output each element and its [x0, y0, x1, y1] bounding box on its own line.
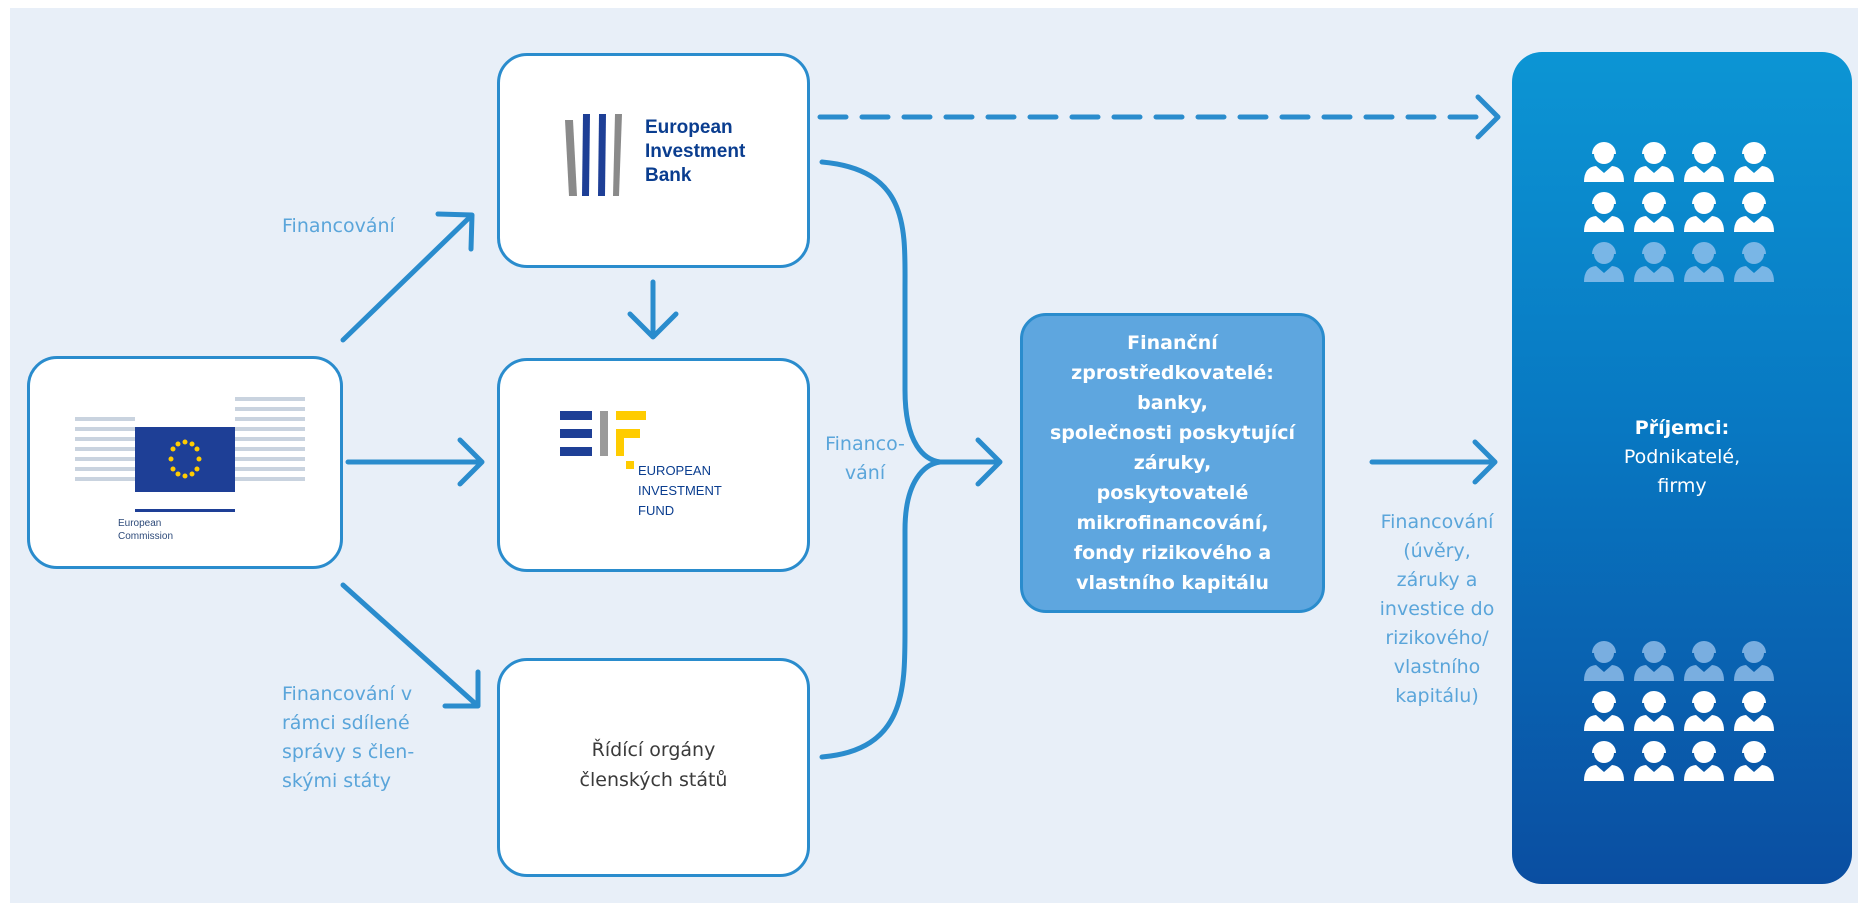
label-funding-right: Financování (úvěry, záruky a investice d…	[1362, 508, 1512, 711]
eib-text-line2: Investment	[645, 141, 746, 162]
intermediaries-line: fondy rizikového a	[1073, 542, 1272, 564]
arrow-eib-to-recipients-head	[1475, 94, 1501, 140]
ma-line2: členských států	[579, 769, 728, 791]
eif-logo-text: EUROPEAN INVESTMENT FUND	[638, 461, 722, 521]
person-icon	[1734, 142, 1774, 182]
person-icon	[1634, 142, 1674, 182]
eib-logo-icon	[565, 114, 622, 196]
person-icon	[1684, 242, 1724, 282]
managing-authorities-text: Řídící orgány členských států	[500, 735, 807, 795]
person-icon	[1634, 641, 1674, 681]
person-icon	[1684, 741, 1724, 781]
eif-box: EUROPEAN INVESTMENT FUND	[497, 358, 810, 572]
person-icon	[1584, 691, 1624, 731]
person-icon	[1734, 691, 1774, 731]
label-funding-right-line: záruky a	[1396, 569, 1478, 591]
label-funding-right-line: (úvěry,	[1403, 540, 1471, 562]
person-icon	[1734, 242, 1774, 282]
recipients-text: Příjemci: Podnikatelé, firmy	[1512, 414, 1852, 501]
eu-flag-icon	[75, 397, 305, 512]
recipients-line2: firmy	[1657, 475, 1707, 497]
label-funding-shared-line: rámci sdílené	[282, 712, 410, 734]
label-funding-shared-line: skými státy	[282, 770, 391, 792]
eif-logo-icon	[560, 411, 646, 469]
eif-text-line2: INVESTMENT	[638, 483, 722, 498]
label-funding-mid-line: vání	[844, 462, 886, 484]
recipients-title: Příjemci:	[1634, 417, 1730, 439]
label-funding-right-line: Financování	[1380, 511, 1494, 533]
person-icon	[1684, 192, 1724, 232]
person-icon	[1684, 691, 1724, 731]
label-funding-right-line: kapitálu)	[1395, 685, 1479, 707]
intermediaries-line: banky,	[1137, 392, 1208, 414]
intermediaries-line: mikrofinancování,	[1076, 512, 1269, 534]
eib-text-line3: Bank	[645, 165, 692, 186]
ec-box: European Commission	[27, 356, 343, 569]
recipients-line1: Podnikatelé,	[1623, 446, 1741, 468]
label-funding-right-line: investice do	[1379, 598, 1495, 620]
label-funding-right-line: rizikového/	[1385, 627, 1489, 649]
arrow-ec-to-ma	[340, 582, 481, 709]
person-icon	[1684, 142, 1724, 182]
eif-text-line3: FUND	[638, 503, 675, 518]
intermediaries-line: Finanční zprostředkovatelé:	[1071, 332, 1274, 384]
label-funding-mid: Financo- vání	[820, 430, 910, 488]
intermediaries-line: vlastního kapitálu	[1076, 572, 1269, 594]
person-icon	[1734, 192, 1774, 232]
label-funding-shared-line: Financování v	[282, 683, 413, 705]
person-icon	[1584, 192, 1624, 232]
label-funding-right-line: vlastního	[1393, 656, 1481, 678]
person-icon	[1584, 741, 1624, 781]
person-icon	[1634, 741, 1674, 781]
intermediaries-line: společnosti poskytující	[1049, 422, 1296, 444]
managing-authorities-box: Řídící orgány členských států	[497, 658, 810, 877]
person-icon	[1684, 641, 1724, 681]
person-icon	[1734, 741, 1774, 781]
label-funding-shared: Financování v rámci sdílené správy s čle…	[282, 680, 414, 796]
arrow-to-intermediaries	[937, 437, 1003, 487]
eib-text-line1: European	[645, 117, 733, 138]
eib-logo-text: European Investment Bank	[645, 116, 745, 188]
label-funding-top: Financování	[282, 215, 395, 237]
label-funding-mid-line: Financo-	[825, 433, 905, 455]
intermediaries-box: Finanční zprostředkovatelé: banky, spole…	[1020, 313, 1325, 613]
people-icon-group-top	[1584, 142, 1774, 282]
ec-logo-text: European Commission	[118, 517, 173, 543]
arrow-intermediaries-to-recipients	[1369, 439, 1498, 485]
person-icon	[1734, 641, 1774, 681]
eib-box: European Investment Bank	[497, 53, 810, 268]
person-icon	[1584, 641, 1624, 681]
person-icon	[1634, 192, 1674, 232]
brace-lower	[819, 459, 943, 760]
brace-upper	[819, 159, 943, 465]
person-icon	[1634, 691, 1674, 731]
people-icon-group-bottom	[1584, 641, 1774, 781]
intermediaries-text: Finanční zprostředkovatelé: banky, spole…	[1028, 328, 1318, 598]
ec-text-line1: European	[118, 518, 162, 529]
ma-line1: Řídící orgány	[591, 739, 716, 761]
arrow-ec-to-eib	[340, 211, 475, 343]
eif-text-line1: EUROPEAN	[638, 463, 711, 478]
ec-text-line2: Commission	[118, 531, 174, 542]
person-icon	[1584, 142, 1624, 182]
recipients-panel: Příjemci: Podnikatelé, firmy	[1512, 52, 1852, 884]
label-funding-shared-line: správy s člen-	[282, 741, 415, 763]
intermediaries-line: poskytovatelé	[1096, 482, 1249, 504]
arrow-eib-to-eif	[627, 279, 679, 340]
intermediaries-line: záruky,	[1133, 452, 1212, 474]
person-icon	[1634, 242, 1674, 282]
person-icon	[1584, 242, 1624, 282]
arrow-ec-to-eif	[345, 437, 485, 487]
